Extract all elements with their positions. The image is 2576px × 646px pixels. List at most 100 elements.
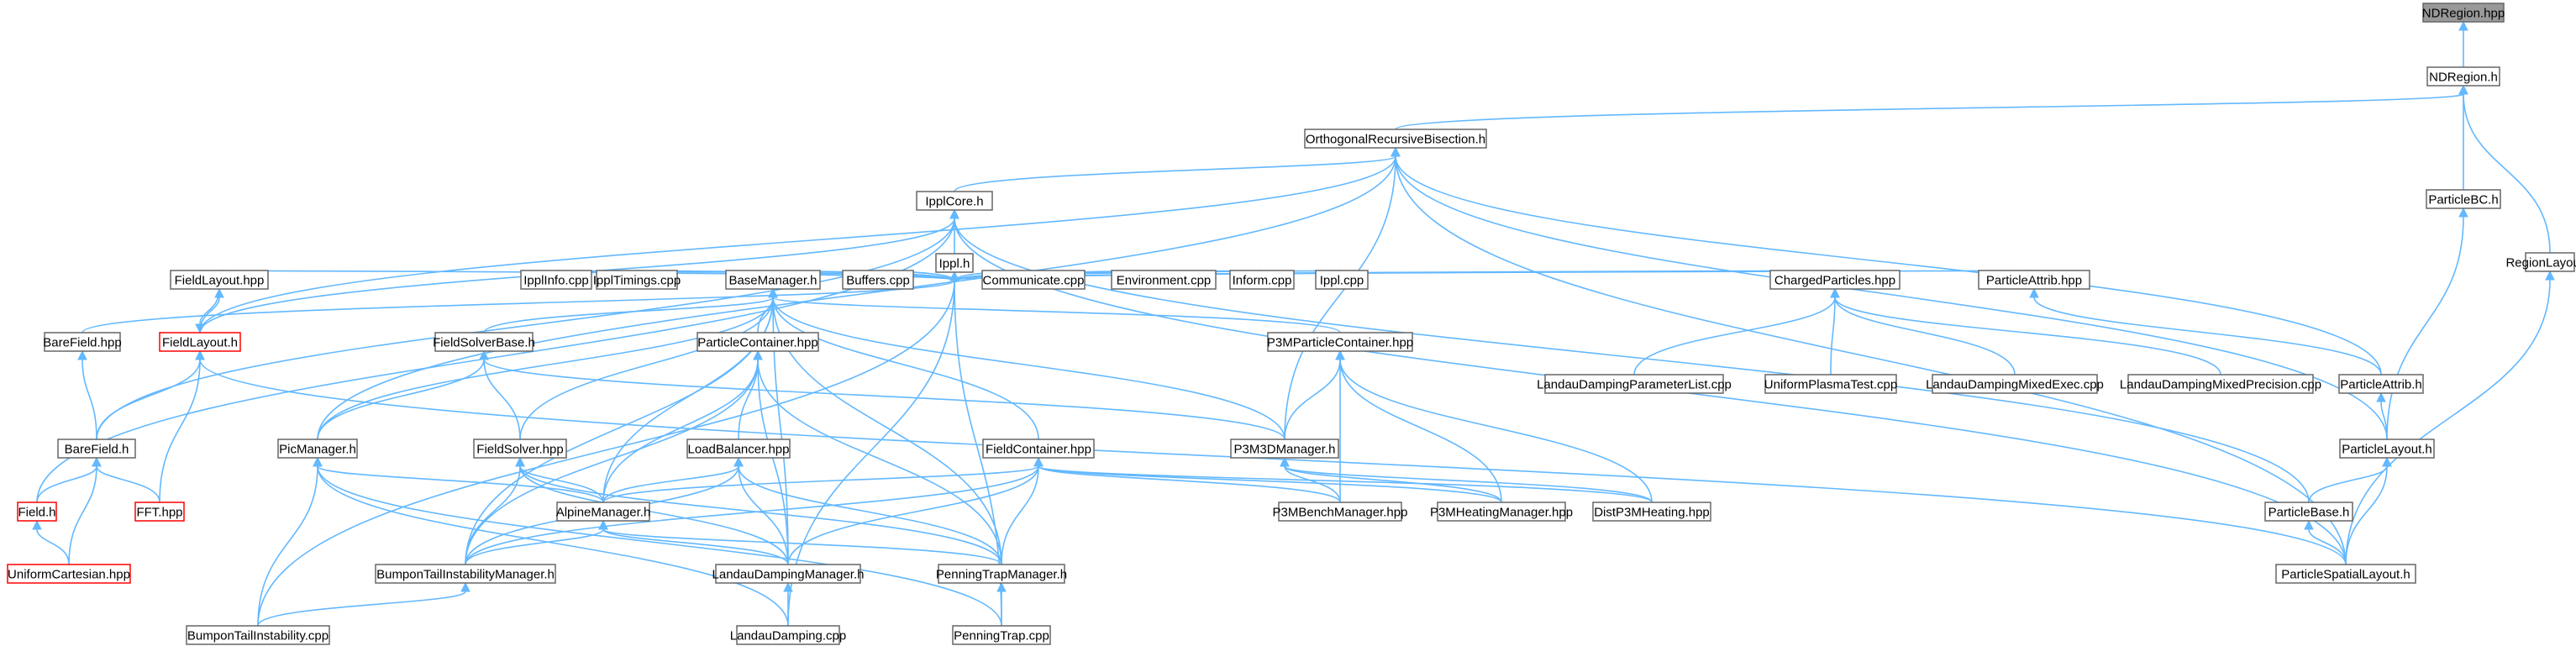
node-label: UniformCartesian.hpp [8, 568, 130, 582]
dependency-edge [257, 456, 323, 627]
node-barefield-hpp[interactable]: BareField.hpp [43, 332, 122, 352]
node-fieldlayout-h[interactable]: FieldLayout.h [159, 332, 241, 352]
node-distp3mheating-hpp[interactable]: DistP3MHeating.hpp [1592, 502, 1711, 522]
node-fieldlayout-hpp[interactable]: FieldLayout.hpp [170, 270, 269, 290]
node-p3mparticlecontainer-hpp[interactable]: P3MParticleContainer.hpp [1267, 332, 1413, 352]
node-box [1437, 502, 1566, 522]
dependency-edge [1284, 349, 1345, 440]
node-picmanager-h[interactable]: PicManager.h [277, 439, 358, 459]
node-label: Communicate.cpp [983, 274, 1085, 288]
node-fieldsolverbase-h[interactable]: FieldSolverBase.h [433, 332, 535, 352]
node-field-h[interactable]: Field.h [17, 502, 57, 522]
node-label: PenningTrapManager.h [936, 568, 1067, 582]
node-label: BumponTailInstability.cpp [187, 629, 329, 643]
node-landaudampingmixedprecision-cpp[interactable]: LandauDampingMixedPrecision.cpp [2120, 374, 2321, 394]
node-uniformcartesian-hpp[interactable]: UniformCartesian.hpp [7, 564, 131, 584]
node-environment-cpp[interactable]: Environment.cpp [1111, 270, 1217, 290]
node-p3mheatingmanager-hpp[interactable]: P3MHeatingManager.hpp [1430, 502, 1573, 522]
dependency-edge [753, 349, 1002, 565]
node-communicate-cpp[interactable]: Communicate.cpp [981, 270, 1086, 290]
node-box [686, 439, 791, 459]
dependency-edge [1335, 349, 1502, 503]
node-particlebc-h[interactable]: ParticleBC.h [2426, 189, 2501, 209]
node-box [57, 439, 136, 459]
dependency-edge [317, 287, 778, 440]
node-box [2426, 189, 2501, 209]
node-box [1764, 374, 1897, 394]
node-basemanager-h[interactable]: BaseManager.h [725, 270, 821, 290]
node-ipplinfo-cpp[interactable]: IpplInfo.cpp [520, 270, 592, 290]
node-label: IpplTimings.cpp [593, 274, 681, 288]
node-uniformplasmatest-cpp[interactable]: UniformPlasmaTest.cpp [1764, 374, 1897, 394]
node-bumpontailinstability-cpp[interactable]: BumponTailInstability.cpp [186, 625, 330, 645]
node-particlecontainer-hpp[interactable]: ParticleContainer.hpp [697, 332, 819, 352]
node-p3mbenchmanager-hpp[interactable]: P3MBenchManager.hpp [1273, 502, 1408, 522]
node-box [1932, 374, 2098, 394]
node-box [556, 502, 650, 522]
node-box [375, 564, 556, 584]
node-penningtrap-cpp[interactable]: PenningTrap.cpp [952, 625, 1051, 645]
node-landaudampingmanager-h[interactable]: LandauDampingManager.h [712, 564, 865, 584]
node-label: LandauDampingMixedExec.cpp [1926, 378, 2104, 392]
node-p3m3dmanager-h[interactable]: P3M3DManager.h [1230, 439, 1339, 459]
dependency-edge [1335, 349, 1653, 503]
node-box [1592, 502, 1711, 522]
dependency-edge [2304, 519, 2347, 565]
node-inform-cpp[interactable]: Inform.cpp [1229, 270, 1295, 290]
node-label: OrthogonalRecursiveBisection.h [1306, 133, 1485, 147]
node-particlebase-h[interactable]: ParticleBase.h [2264, 502, 2353, 522]
dependency-edge [949, 270, 1002, 627]
node-box [715, 564, 861, 584]
node-box [938, 564, 1065, 584]
node-fieldsolver-hpp[interactable]: FieldSolver.hpp [473, 439, 567, 459]
node-ndregion-hpp[interactable]: NDRegion.hpp [2422, 3, 2505, 23]
node-landaudampingparameterlist-cpp[interactable]: LandauDampingParameterList.cpp [1537, 374, 1732, 394]
node-chargedparticles-hpp[interactable]: ChargedParticles.hpp [1769, 270, 1900, 290]
node-label: Inform.cpp [1233, 274, 1292, 288]
dependency-edge [783, 581, 793, 626]
node-ippl-h[interactable]: Ippl.h [935, 253, 974, 273]
node-landaudampingmixedexec-cpp[interactable]: LandauDampingMixedExec.cpp [1926, 374, 2104, 394]
dependency-edge [1391, 146, 2347, 565]
node-label: ParticleLayout.h [2342, 443, 2432, 457]
node-ndregion-h[interactable]: NDRegion.h [2426, 66, 2500, 87]
node-particleattrib-hpp[interactable]: ParticleAttrib.hpp [1978, 270, 2090, 290]
node-label: Field.h [18, 506, 55, 520]
node-alpinemanager-h[interactable]: AlpineManager.h [556, 502, 651, 522]
graph-edges [32, 20, 2555, 627]
node-box [1978, 270, 2090, 290]
node-box [725, 270, 821, 290]
node-fieldcontainer-hpp[interactable]: FieldContainer.hpp [982, 439, 1095, 459]
node-label: Environment.cpp [1117, 274, 1212, 288]
node-buffers-cpp[interactable]: Buffers.cpp [842, 270, 914, 290]
node-particlelayout-h[interactable]: ParticleLayout.h [2339, 439, 2435, 459]
node-box [981, 270, 1086, 290]
dependency-edge [1284, 146, 1401, 440]
dependency-edge [1033, 456, 1653, 503]
node-label: Ippl.h [939, 257, 970, 271]
node-penningtrapmanager-h[interactable]: PenningTrapManager.h [936, 564, 1067, 584]
node-fft-hpp[interactable]: FFT.hpp [134, 502, 185, 522]
node-label: NDRegion.hpp [2422, 7, 2505, 21]
node-bumpontailinstabilitymanager-h[interactable]: BumponTailInstabilityManager.h [375, 564, 556, 584]
dependency-edge [1395, 84, 2468, 130]
node-ippl-cpp[interactable]: Ippl.cpp [1315, 270, 1369, 290]
node-loadbalancer-hpp[interactable]: LoadBalancer.hpp [686, 439, 791, 459]
node-landaudamping-cpp[interactable]: LandauDamping.cpp [730, 625, 846, 645]
node-box [1230, 439, 1339, 459]
node-particleattrib-h[interactable]: ParticleAttrib.h [2338, 374, 2424, 394]
dependency-edge [2386, 207, 2468, 440]
node-particlespatiallayout-h[interactable]: ParticleSpatialLayout.h [2275, 564, 2416, 584]
dependency-edge [2029, 287, 2382, 376]
node-barefield-h[interactable]: BareField.h [57, 439, 136, 459]
node-ipplcore-h[interactable]: IpplCore.h [916, 191, 993, 211]
node-regionlayout-h[interactable]: RegionLayout.h [2505, 252, 2576, 272]
node-orthogonalrecursivebisection-h[interactable]: OrthogonalRecursiveBisection.h [1304, 129, 1487, 149]
node-ippltimings-cpp[interactable]: IpplTimings.cpp [593, 270, 681, 290]
dependency-edge [1830, 287, 2016, 376]
node-box [473, 439, 567, 459]
node-box [2525, 252, 2575, 272]
node-box [159, 332, 241, 352]
node-box [2338, 374, 2424, 394]
